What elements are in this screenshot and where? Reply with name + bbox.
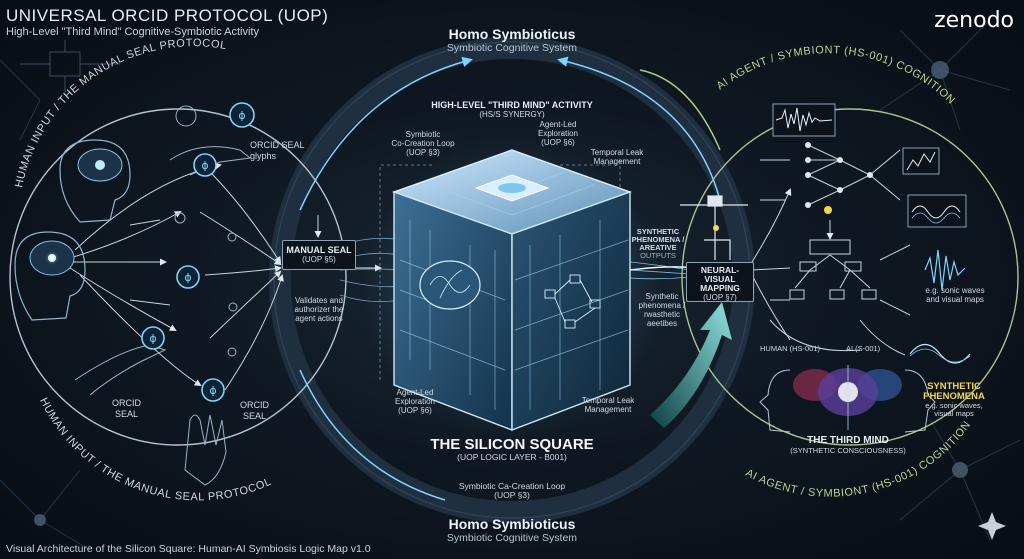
svg-text:ɸ: ɸ [201,159,208,172]
homo-top-subtitle: Symbiotic Cognitive System [446,42,578,54]
homo-bottom-subtitle: Symbiotic Cognitive System [446,532,578,544]
feedback-arrow [650,302,732,428]
left-arc-bottom-label: HUMAN INPUT / THE MANUAL SEAL PROTOCOL [37,396,273,503]
third-mind-icon [759,365,936,433]
svg-text:ɸ: ɸ [149,332,156,345]
ai-label: AI (S-001) [846,344,881,353]
third-mind-label: THE THIRD MIND (SYNTHETIC CONSCIOUSNESS) [790,435,906,456]
cube-icon [362,140,662,440]
svg-text:HUMAN INPUT / THE MANUAL SEAL: HUMAN INPUT / THE MANUAL SEAL PROTOCOL [37,396,273,503]
zenodo-logo: zenodo [934,8,1014,33]
svg-text:ɸ: ɸ [238,109,245,122]
homo-top-title: Homo Symbioticus [448,26,576,42]
homo-top: Homo Symbioticus Symbiotic Cognitive Sys… [412,26,612,54]
co-creation-bottom: Symbiotic Ca-Creation Loop(UOP §3) [458,481,566,500]
page-title: UNIVERSAL ORCID PROTOCOL (UOP) [6,6,329,25]
manual-seal-box: MANUAL SEAL (UOP §5) [282,240,356,270]
silicon-sub: (UOP LOGIC LAYER - B001) [457,452,567,462]
neural-mapping-code: (UOP §7) [703,293,737,302]
orcid-seal-icon [141,102,255,402]
waveform-icon [772,103,971,364]
svg-text:ɸ: ɸ [209,384,216,397]
activity-title: HIGH-LEVEL "THIRD MIND" ACTIVITY [431,100,593,110]
hand-icon [74,146,252,486]
activity-sub: (HS/S SYNERGY) [479,110,545,119]
ai-cognition-flows [751,144,911,356]
page-subtitle: High-Level "Third Mind" Cognitive-Symbio… [6,26,259,38]
flowchart-icon [789,142,877,300]
circuit-decoration [20,40,120,95]
left-cycle-arc [9,108,347,446]
homo-bottom-title: Homo Symbioticus [448,516,576,532]
activity-label: HIGH-LEVEL "THIRD MIND" ACTIVITY (HS/S S… [412,100,612,119]
homo-bottom: Homo Symbioticus Symbiotic Cognitive Sys… [412,516,612,544]
sparkle-icon [978,512,1006,540]
brain-small-icon [175,105,197,127]
neuron-decoration [0,19,1021,551]
brain-icon [59,139,131,223]
brain-icon [14,231,86,321]
right-arc-top-label: AI AGENT / SYMBIONT (HS-001) COGNITION [715,44,957,107]
human-input-flows [69,161,284,391]
human-label: HUMAN (HS-001) [760,344,821,353]
chart-icon [902,147,940,175]
footer-caption: Visual Architecture of the Silicon Squar… [6,543,371,555]
silicon-title: THE SILICON SQUARE [430,436,594,453]
right-cycle-arc [681,108,1019,446]
silicon-square: THE SILICON SQUARE (UOP LOGIC LAYER - B0… [400,436,624,462]
manual-seal-code: (UOP §5) [302,255,336,264]
svg-text:ɸ: ɸ [184,271,191,284]
manual-seal-title: MANUAL SEAL [286,245,352,255]
svg-text:AI AGENT / SYMBIONT (HS-001) C: AI AGENT / SYMBIONT (HS-001) COGNITION [715,44,958,107]
